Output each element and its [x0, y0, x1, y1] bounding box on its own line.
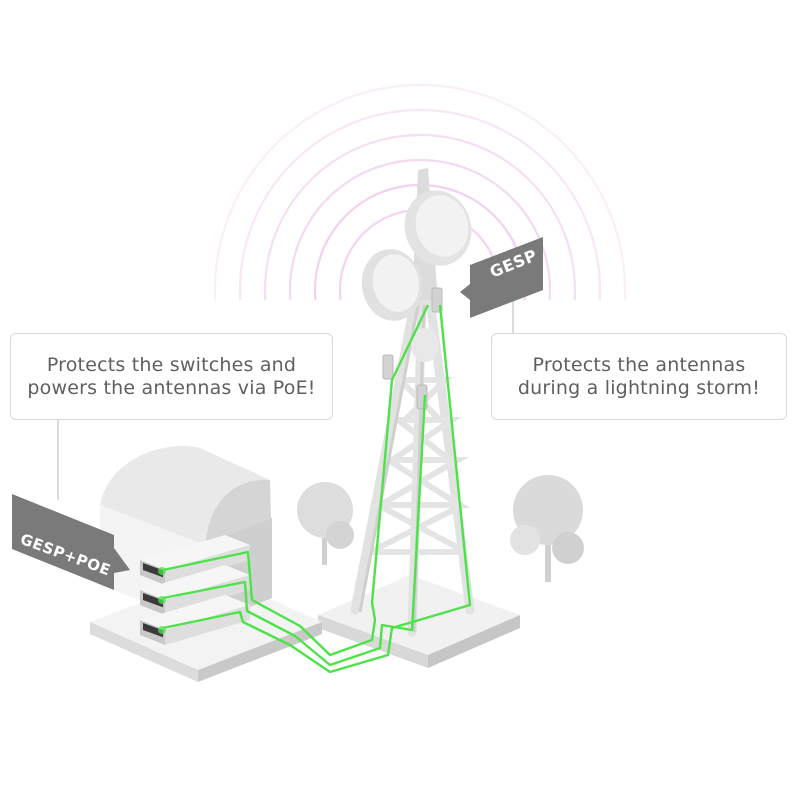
antenna-dish-small	[411, 328, 439, 362]
gesp-unit-2	[382, 354, 394, 380]
switch-port-glow	[158, 567, 166, 634]
tower-base	[318, 575, 520, 668]
callout-switches-line1: Protects the switches and	[46, 353, 297, 376]
callout-switches: Protects the switches and powers the ant…	[10, 333, 333, 420]
callout-antennas: Protects the antennas during a lightning…	[491, 333, 787, 420]
tag-gesp-poe	[12, 494, 130, 590]
callout-antennas-line1: Protects the antennas	[532, 353, 746, 376]
poe-cables	[162, 304, 472, 674]
cable-2	[162, 394, 427, 667]
callout-switches-line2: powers the antennas via PoE!	[27, 376, 316, 399]
antenna-dish-upper	[404, 190, 472, 266]
cable-3	[162, 304, 472, 674]
callout-antennas-line2: during a lightning storm!	[517, 376, 761, 399]
tree-left	[297, 482, 354, 565]
antenna-dish-lower	[361, 249, 423, 321]
switch-rack	[140, 535, 250, 645]
cable-1	[162, 304, 430, 657]
tree-right	[510, 475, 584, 582]
tag-gesp	[460, 237, 543, 318]
